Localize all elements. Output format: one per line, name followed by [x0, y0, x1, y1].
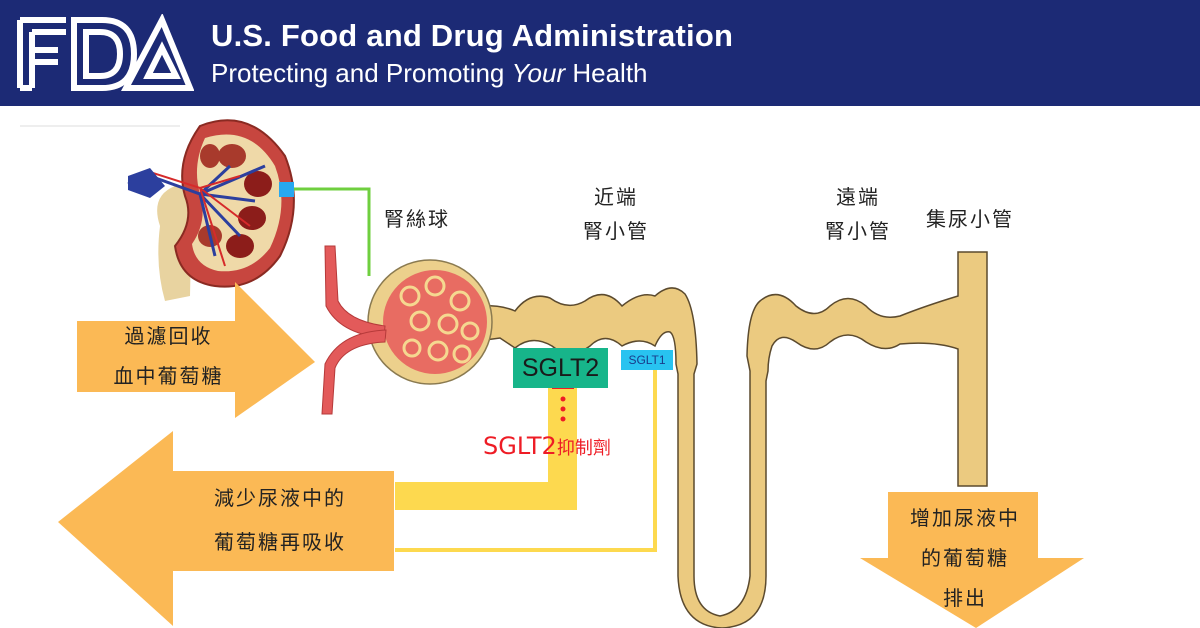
renal-vein	[127, 164, 266, 257]
tubule-path	[469, 251, 988, 628]
label-proximal-tubule: 近端腎小管	[583, 185, 649, 243]
capillary-loops	[399, 275, 480, 364]
pyramid	[218, 144, 246, 168]
sglt2-mechanism-diagram: 腎絲球 近端腎小管 遠端腎小管 集尿小管 SGLT2 SGLT1 SGLT2抑制…	[0, 106, 1200, 628]
pyramid	[226, 234, 254, 258]
diagram-canvas	[20, 119, 1084, 628]
renal-vein-stub	[128, 168, 165, 198]
nephron-tubule	[469, 251, 988, 628]
filter-arrow-text: 過濾回收血中葡萄糖	[113, 324, 224, 388]
sglt2-transporter: SGLT2	[513, 348, 608, 388]
label-glomerulus: 腎絲球	[384, 207, 450, 231]
filter-arrow	[77, 282, 315, 418]
sglt2-inhibitor-label: SGLT2抑制劑	[483, 432, 611, 460]
efferent-arteriole	[321, 329, 387, 415]
excrete-arrow	[860, 492, 1084, 628]
excrete-arrow-text: 增加尿液中的葡萄糖排出	[910, 506, 1020, 610]
agency-title: U.S. Food and Drug Administration	[211, 18, 734, 53]
sglt1-transporter: SGLT1	[628, 353, 666, 367]
kidney-illustration	[127, 119, 295, 301]
reduce-arrow-text: 減少尿液中的葡萄糖再吸收	[214, 486, 346, 554]
label-distal-tubule: 遠端腎小管	[825, 185, 891, 243]
reduce-reabsorption-arrow	[58, 431, 394, 626]
pyramid	[244, 171, 272, 197]
capillary-tuft	[383, 270, 487, 374]
agency-tagline: Protecting and Promoting Your Health	[211, 58, 648, 88]
fda-logo-icon	[17, 14, 194, 91]
sglt1-box-bg	[621, 350, 673, 370]
connector-line	[294, 187, 371, 276]
sglt1-reabsorption-path	[395, 366, 657, 552]
inhibition-dots	[560, 396, 566, 422]
fda-header-banner: U.S. Food and Drug Administration Protec…	[0, 0, 1200, 106]
label-collecting-duct: 集尿小管	[926, 207, 1014, 231]
glomerulus-illustration	[321, 245, 493, 415]
pyramid	[200, 144, 220, 168]
zoom-marker	[279, 182, 294, 197]
pyramid	[238, 206, 266, 230]
